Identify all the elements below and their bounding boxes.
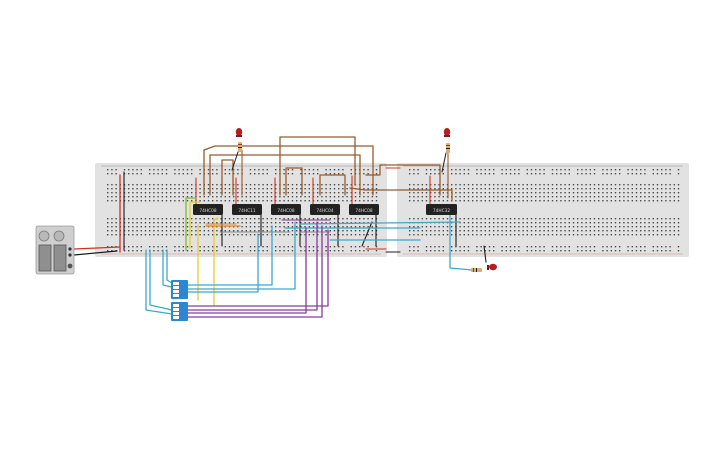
chip-u2[interactable]: 74HC11 [232,204,262,215]
wire-blue-5[interactable] [187,225,273,286]
chip-u4-label: 74HC04 [316,208,333,214]
chip-u3[interactable]: 74HC08 [271,204,301,215]
wire-blue-6[interactable] [187,221,296,290]
wire-blue-led[interactable] [449,214,473,271]
wire-brown-4[interactable] [279,136,356,196]
wire-layer [73,136,487,318]
resistor-1[interactable] [238,142,242,152]
battery-pack[interactable] [35,225,75,275]
wire-battery-black[interactable] [73,250,118,256]
wire-yellow-1[interactable] [189,201,201,249]
wire-purple-3[interactable] [187,227,307,314]
wire-gnd-diag[interactable] [361,221,373,247]
led-3[interactable] [487,263,497,271]
wire-purple-2[interactable] [187,221,318,311]
chip-u1[interactable]: 74HC08 [193,204,223,215]
chip-u1-label: 74HC08 [199,208,216,214]
wire-blue-7[interactable] [187,233,259,293]
wire-blue-3[interactable] [162,249,173,288]
wire-blue-4[interactable] [166,249,173,284]
chip-u2-label: 74HC11 [238,208,255,214]
wire-blue-9[interactable] [299,221,461,225]
chip-u4[interactable]: 74HC04 [310,204,340,215]
wire-brown-1[interactable] [203,145,374,196]
wire-blue-1[interactable] [145,249,173,315]
wire-brown-6[interactable] [319,174,346,196]
wire-brown-7[interactable] [365,164,441,196]
wire-green-1[interactable] [185,197,197,251]
breadboard-right [397,163,689,257]
wire-blue-2[interactable] [149,249,173,311]
chip-u6[interactable]: 74HC32 [426,204,457,215]
dip-switch-1[interactable] [171,280,188,299]
chip-u3-label: 74HC08 [277,208,294,214]
wire-brown-3[interactable] [221,159,234,196]
wire-brown-8[interactable] [349,187,453,201]
resistor-3[interactable] [471,268,482,272]
wire-gnd-led[interactable] [483,245,487,263]
dip-switch-2[interactable] [171,302,188,321]
wire-brown-2[interactable] [209,154,361,196]
wire-battery-red[interactable] [73,246,121,250]
wire-purple-1[interactable] [187,229,329,307]
chip-u6-label: 74HC32 [433,208,450,214]
chip-u5[interactable]: 74HC08 [349,204,379,215]
wire-yellow-2[interactable] [213,217,219,306]
wire-purple-4[interactable] [187,225,323,318]
wire-led1-gnd[interactable] [231,151,239,171]
resistor-2[interactable] [446,143,450,153]
led-2[interactable] [443,128,451,137]
led-1[interactable] [235,128,243,137]
chip-u5-label: 74HC08 [355,208,372,214]
wire-led2-gnd[interactable] [441,152,447,173]
wire-brown-5[interactable] [285,167,303,196]
